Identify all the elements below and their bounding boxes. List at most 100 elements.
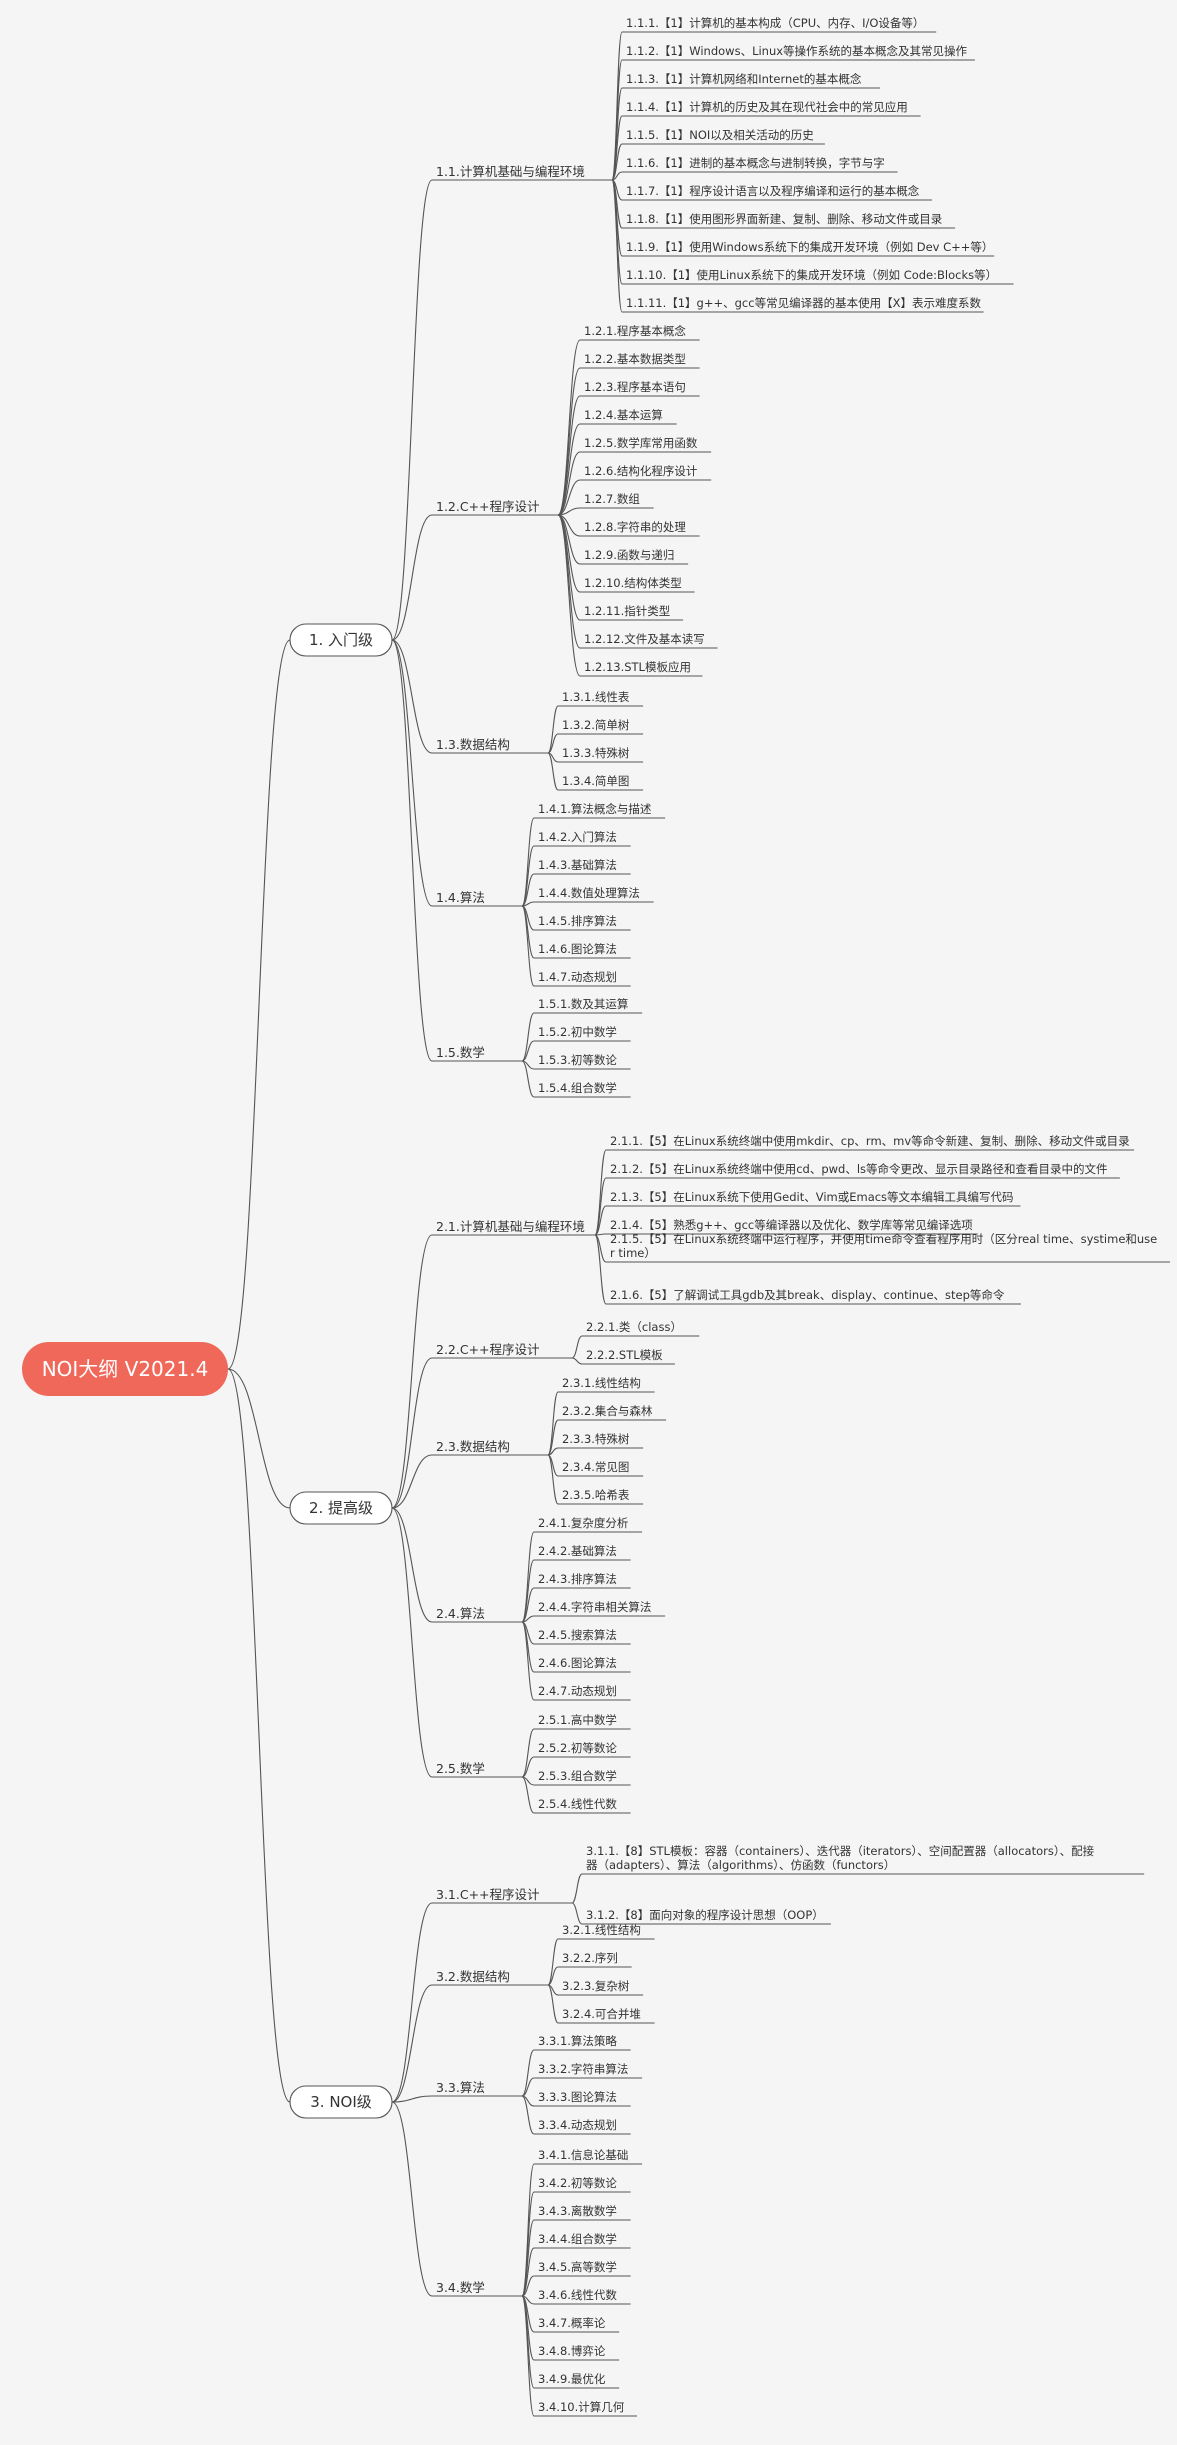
leaf-topic[interactable]: 1.5.4.组合数学 bbox=[534, 1081, 631, 1098]
subtopic-node[interactable]: 1.2.C++程序设计 bbox=[432, 499, 558, 516]
leaf-topic[interactable]: 1.2.5.数学库常用函数 bbox=[580, 436, 712, 453]
subtopic-node[interactable]: 1.5.数学 bbox=[432, 1045, 522, 1062]
subtopic-node[interactable]: 2.2.C++程序设计 bbox=[432, 1342, 572, 1359]
leaf-topic[interactable]: 1.1.6.【1】进制的基本概念与进制转换，字节与字 bbox=[622, 156, 898, 173]
leaf-topic[interactable]: 1.2.9.函数与递归 bbox=[580, 548, 689, 565]
leaf-topic[interactable]: 2.3.5.哈希表 bbox=[558, 1488, 644, 1505]
subtopic-node[interactable]: 2.5.数学 bbox=[432, 1761, 522, 1778]
leaf-topic[interactable]: 2.1.2.【5】在Linux系统终端中使用cd、pwd、ls等命令更改、显示目… bbox=[606, 1162, 1120, 1179]
leaf-topic[interactable]: 1.1.3.【1】计算机网络和Internet的基本概念 bbox=[622, 72, 881, 89]
leaf-topic[interactable]: 1.2.4.基本运算 bbox=[580, 408, 677, 425]
leaf-topic[interactable]: 2.2.2.STL模板 bbox=[582, 1348, 675, 1365]
leaf-topic[interactable]: 1.4.5.排序算法 bbox=[534, 914, 631, 931]
leaf-topic[interactable]: 2.4.7.动态规划 bbox=[534, 1684, 631, 1701]
leaf-topic[interactable]: 3.3.1.算法策略 bbox=[534, 2034, 631, 2051]
leaf-topic[interactable]: 3.4.9.最优化 bbox=[534, 2372, 620, 2389]
leaf-topic[interactable]: 3.2.4.可合并堆 bbox=[558, 2007, 655, 2024]
leaf-topic[interactable]: 1.2.7.数组 bbox=[580, 492, 654, 509]
leaf-topic[interactable]: 3.3.2.字符串算法 bbox=[534, 2062, 643, 2079]
leaf-topic[interactable]: 1.1.11.【1】g++、gcc等常见编译器的基本使用【X】表示难度系数 bbox=[622, 296, 984, 313]
leaf-topic[interactable]: 3.2.2.序列 bbox=[558, 1951, 632, 1968]
subtopic-node[interactable]: 1.4.算法 bbox=[432, 890, 522, 907]
root-node[interactable]: NOI大纲 V2021.4 bbox=[22, 1342, 228, 1396]
leaf-topic[interactable]: 1.3.1.线性表 bbox=[558, 690, 644, 707]
branch-node-box[interactable] bbox=[289, 1491, 393, 1525]
leaf-topic[interactable]: 1.1.8.【1】使用图形界面新建、复制、删除、移动文件或目录 bbox=[622, 212, 956, 229]
leaf-topic[interactable]: 1.4.1.算法概念与描述 bbox=[534, 802, 666, 819]
leaf-topic[interactable]: 2.1.1.【5】在Linux系统终端中使用mkdir、cp、rm、mv等命令新… bbox=[606, 1134, 1135, 1151]
subtopic-node[interactable]: 3.3.算法 bbox=[432, 2080, 522, 2097]
subtopic-node[interactable]: 3.2.数据结构 bbox=[432, 1969, 548, 1986]
leaf-topic[interactable]: 3.2.3.复杂树 bbox=[558, 1979, 644, 1996]
leaf-topic[interactable]: 1.2.10.结构体类型 bbox=[580, 576, 695, 593]
leaf-topic[interactable]: 2.3.3.特殊树 bbox=[558, 1432, 644, 1449]
leaf-topic[interactable]: 3.4.2.初等数论 bbox=[534, 2176, 631, 2193]
leaf-topic[interactable]: 1.4.2.入门算法 bbox=[534, 830, 631, 847]
branch-node-box[interactable] bbox=[289, 2085, 393, 2119]
leaf-topic[interactable]: 2.5.1.高中数学 bbox=[534, 1713, 631, 1730]
leaf-topic[interactable]: 3.3.4.动态规划 bbox=[534, 2118, 631, 2135]
leaf-topic[interactable]: 3.1.2.【8】面向对象的程序设计思想（OOP） bbox=[582, 1908, 831, 1925]
leaf-topic[interactable]: 3.4.3.离散数学 bbox=[534, 2204, 631, 2221]
leaf-topic[interactable]: 2.3.1.线性结构 bbox=[558, 1376, 655, 1393]
leaf-topic[interactable]: 1.2.2.基本数据类型 bbox=[580, 352, 700, 369]
leaf-topic[interactable]: 2.1.4.【5】熟悉g++、gcc等编译器以及优化、数学库等常见编译选项 bbox=[606, 1218, 978, 1235]
leaf-topic[interactable]: 1.1.10.【1】使用Linux系统下的集成开发环境（例如 Code:Bloc… bbox=[622, 268, 1014, 285]
leaf-topic[interactable]: 3.3.3.图论算法 bbox=[534, 2090, 631, 2107]
leaf-topic[interactable]: 1.5.2.初中数学 bbox=[534, 1025, 631, 1042]
leaf-topic[interactable]: 1.1.9.【1】使用Windows系统下的集成开发环境（例如 Dev C++等… bbox=[622, 240, 995, 257]
subtopic-node[interactable]: 1.1.计算机基础与编程环境 bbox=[432, 164, 612, 181]
leaf-topic[interactable]: 3.4.5.高等数学 bbox=[534, 2260, 631, 2277]
leaf-topic[interactable]: 1.3.3.特殊树 bbox=[558, 746, 644, 763]
leaf-topic[interactable]: 2.1.6.【5】了解调试工具gdb及其break、display、contin… bbox=[606, 1288, 1021, 1305]
leaf-topic[interactable]: 2.4.6.图论算法 bbox=[534, 1656, 631, 1673]
leaf-topic[interactable]: 2.4.2.基础算法 bbox=[534, 1544, 631, 1561]
leaf-topic[interactable]: 3.4.4.组合数学 bbox=[534, 2232, 631, 2249]
subtopic-node[interactable]: 2.1.计算机基础与编程环境 bbox=[432, 1219, 595, 1236]
leaf-topic[interactable]: 1.2.11.指针类型 bbox=[580, 604, 684, 621]
leaf-topic[interactable]: 1.1.7.【1】程序设计语言以及程序编译和运行的基本概念 bbox=[622, 184, 933, 201]
leaf-topic[interactable]: 2.3.4.常见图 bbox=[558, 1460, 644, 1477]
leaf-topic[interactable]: 3.4.6.线性代数 bbox=[534, 2288, 631, 2305]
leaf-topic[interactable]: 1.4.7.动态规划 bbox=[534, 970, 631, 987]
leaf-topic[interactable]: 1.2.13.STL模板应用 bbox=[580, 660, 703, 677]
leaf-topic[interactable]: 2.4.1.复杂度分析 bbox=[534, 1516, 643, 1533]
leaf-topic[interactable]: 3.2.1.线性结构 bbox=[558, 1923, 655, 1940]
leaf-topic[interactable]: 1.5.1.数及其运算 bbox=[534, 997, 643, 1014]
leaf-topic[interactable]: 1.1.2.【1】Windows、Linux等操作系统的基本概念及其常见操作 bbox=[622, 44, 975, 61]
leaf-topic[interactable]: 2.4.3.排序算法 bbox=[534, 1572, 631, 1589]
leaf-topic[interactable]: 1.5.3.初等数论 bbox=[534, 1053, 631, 1070]
leaf-topic[interactable]: 3.1.1.【8】STL模板：容器（containers）、迭代器（iterat… bbox=[582, 1844, 1145, 1875]
leaf-topic[interactable]: 2.1.5.【5】在Linux系统终端中运行程序，并使用time命令查看程序用时… bbox=[606, 1232, 1170, 1263]
leaf-topic[interactable]: 2.5.4.线性代数 bbox=[534, 1797, 631, 1814]
leaf-topic[interactable]: 2.4.4.字符串相关算法 bbox=[534, 1600, 666, 1617]
leaf-topic[interactable]: 3.4.8.博弈论 bbox=[534, 2344, 620, 2361]
subtopic-node[interactable]: 2.3.数据结构 bbox=[432, 1439, 548, 1456]
leaf-topic[interactable]: 1.4.3.基础算法 bbox=[534, 858, 631, 875]
subtopic-node[interactable]: 2.4.算法 bbox=[432, 1606, 522, 1623]
leaf-topic[interactable]: 2.1.3.【5】在Linux系统下使用Gedit、Vim或Emacs等文本编辑… bbox=[606, 1190, 1021, 1207]
leaf-topic[interactable]: 1.3.2.简单树 bbox=[558, 718, 644, 735]
branch-node-box[interactable] bbox=[289, 623, 393, 657]
leaf-topic[interactable]: 2.5.3.组合数学 bbox=[534, 1769, 631, 1786]
leaf-topic[interactable]: 2.2.1.类（class） bbox=[582, 1320, 700, 1337]
leaf-topic[interactable]: 2.4.5.搜索算法 bbox=[534, 1628, 631, 1645]
leaf-topic[interactable]: 1.1.4.【1】计算机的历史及其在现代社会中的常见应用 bbox=[622, 100, 921, 117]
leaf-topic[interactable]: 1.1.5.【1】NOI以及相关活动的历史 bbox=[622, 128, 825, 145]
leaf-topic[interactable]: 1.2.6.结构化程序设计 bbox=[580, 464, 712, 481]
leaf-topic[interactable]: 3.4.10.计算几何 bbox=[534, 2400, 638, 2417]
leaf-topic[interactable]: 1.2.1.程序基本概念 bbox=[580, 324, 700, 341]
leaf-topic[interactable]: 1.1.1.【1】计算机的基本构成（CPU、内存、I/O设备等） bbox=[622, 16, 937, 33]
subtopic-node[interactable]: 1.3.数据结构 bbox=[432, 737, 548, 754]
leaf-topic[interactable]: 1.3.4.简单图 bbox=[558, 774, 644, 791]
leaf-topic[interactable]: 2.5.2.初等数论 bbox=[534, 1741, 631, 1758]
subtopic-node[interactable]: 3.4.数学 bbox=[432, 2280, 522, 2297]
leaf-topic[interactable]: 1.2.3.程序基本语句 bbox=[580, 380, 700, 397]
leaf-topic[interactable]: 2.3.2.集合与森林 bbox=[558, 1404, 667, 1421]
leaf-topic[interactable]: 3.4.1.信息论基础 bbox=[534, 2148, 643, 2165]
subtopic-node[interactable]: 3.1.C++程序设计 bbox=[432, 1887, 572, 1904]
leaf-topic[interactable]: 1.4.6.图论算法 bbox=[534, 942, 631, 959]
leaf-topic[interactable]: 3.4.7.概率论 bbox=[534, 2316, 620, 2333]
leaf-topic[interactable]: 1.4.4.数值处理算法 bbox=[534, 886, 654, 903]
leaf-topic[interactable]: 1.2.12.文件及基本读写 bbox=[580, 632, 718, 649]
